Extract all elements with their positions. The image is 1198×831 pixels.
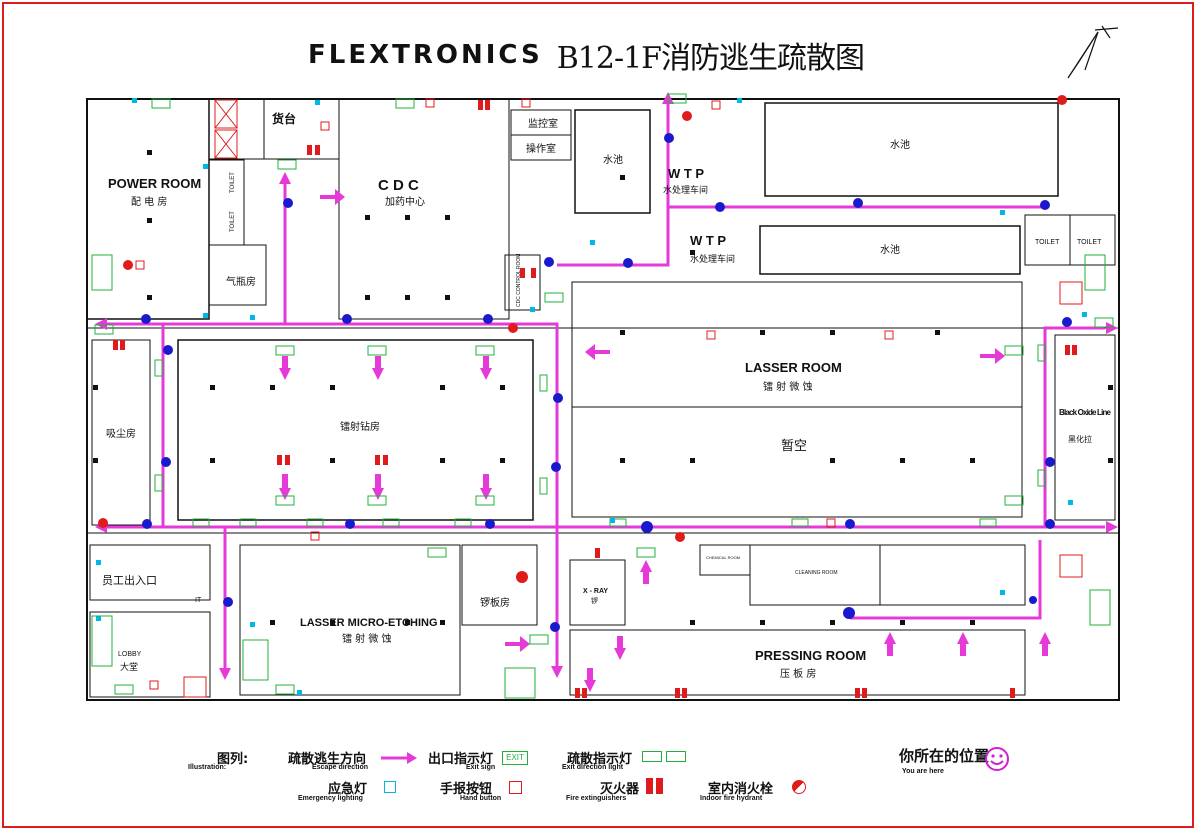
escape-arrows <box>95 92 1118 692</box>
elevator <box>183 99 1083 698</box>
hand-button-icon <box>135 98 894 690</box>
label-pool-3: 水池 <box>880 243 900 256</box>
label-toilet-2: TOILET <box>1077 239 1102 246</box>
label-staff-entrance: 员工出入口 <box>102 573 157 587</box>
label-micro-etching: LASSER MICRO-ETCHING <box>300 617 438 629</box>
stairs <box>91 254 1111 699</box>
label-wtp-1-cn: 水处理车间 <box>663 184 708 196</box>
page-title: B12-1F消防逃生疏散图 <box>556 41 865 76</box>
label-power-room-cn: 配 电 房 <box>131 195 167 208</box>
label-it: IT <box>195 597 202 604</box>
label-micro-etching-cn: 镭 射 微 蚀 <box>342 632 392 645</box>
fire-extinguisher-icon <box>113 100 1077 698</box>
label-lobby-cn: 大堂 <box>120 661 138 673</box>
label-wtp-2: W T P <box>690 233 726 248</box>
label-pressing-room-cn: 压 板 房 <box>780 667 816 680</box>
exit-sign-icon <box>94 93 1114 695</box>
header: FLEXTRONICS B12-1F消防逃生疏散图 <box>308 30 865 80</box>
label-toilet-4: TOILET <box>230 211 236 232</box>
label-gas-room: 气瓶房 <box>226 275 256 288</box>
building-walls <box>86 98 1120 701</box>
label-power-room: POWER ROOM <box>108 176 201 191</box>
label-dust-room: 吸尘房 <box>106 427 136 440</box>
label-vacant: 暂空 <box>781 439 807 454</box>
label-cleaning-room: CLEANING ROOM <box>795 570 838 576</box>
label-wtp-1: W T P <box>668 166 704 181</box>
label-cdc: C D C <box>378 177 419 194</box>
structural-columns <box>93 150 1113 625</box>
label-cargo: 货台 <box>272 111 296 126</box>
fire-hydrant-icon <box>98 95 1067 583</box>
label-black-oxide: Black Oxide Line <box>1059 408 1112 417</box>
north-arrow-icon <box>1067 25 1119 79</box>
label-cdc-control: CDC CONTROL ROOM <box>516 254 522 307</box>
label-xray-cn: 锣 <box>591 596 598 605</box>
label-pool-2: 水池 <box>890 138 910 151</box>
exit-direction-light-icon <box>154 344 1046 527</box>
running-person-icon <box>141 133 1072 632</box>
label-pool-1: 水池 <box>603 153 623 166</box>
label-toilet-3: TOILET <box>230 172 236 193</box>
label-xray: X - RAY <box>583 588 608 595</box>
label-chemical-room: CHEMICAL ROOM <box>706 555 740 560</box>
label-pressing-room: PRESSING ROOM <box>755 648 866 663</box>
label-drill-room: 镭射钻房 <box>340 420 380 433</box>
label-cutting-room: 锣板房 <box>480 596 510 609</box>
label-black-oxide-cn: 黑化拉 <box>1068 434 1092 444</box>
emergency-light-icon <box>96 98 1087 695</box>
label-monitor: 监控室 <box>528 117 558 130</box>
escape-routes <box>100 100 1105 670</box>
label-lasser-room-cn: 镭 射 微 蚀 <box>763 380 813 393</box>
label-cdc-cn: 加药中心 <box>385 195 425 208</box>
label-operation: 操作室 <box>526 142 556 155</box>
label-lobby: LOBBY <box>118 651 142 658</box>
label-wtp-2-cn: 水处理车间 <box>690 253 735 265</box>
brand-logo: FLEXTRONICS <box>308 40 543 70</box>
label-toilet-1: TOILET <box>1035 239 1060 246</box>
label-lasser-room: LASSER ROOM <box>745 360 842 375</box>
